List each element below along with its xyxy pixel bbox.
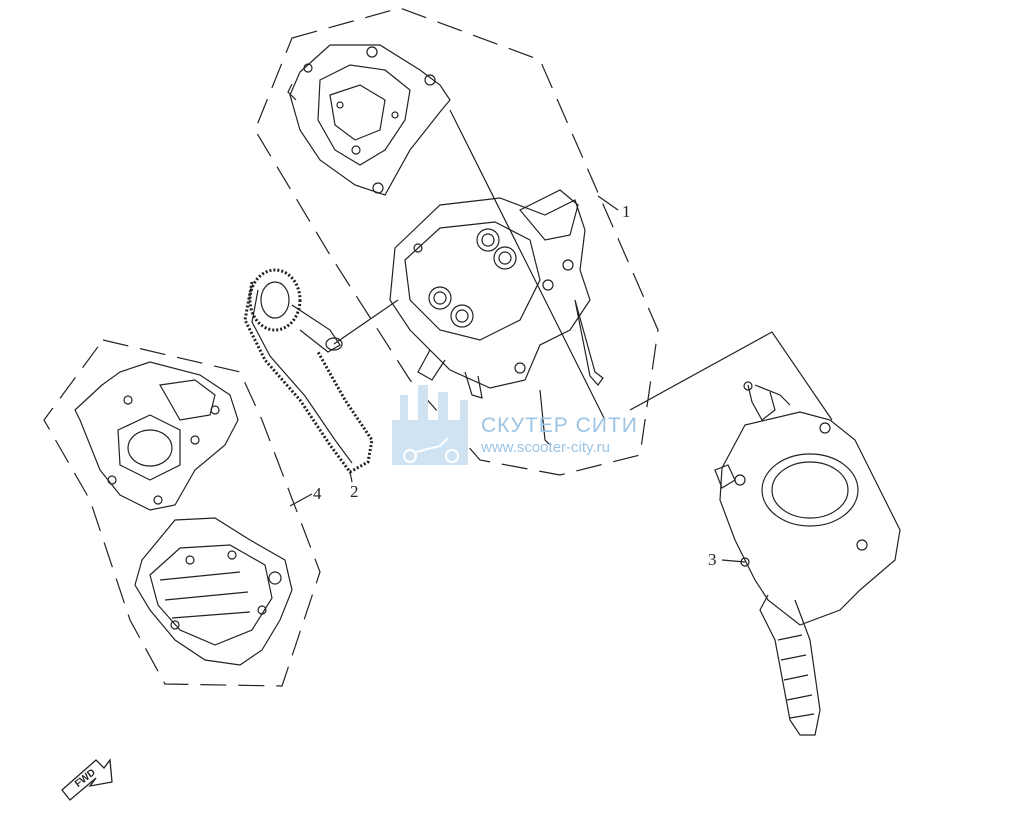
leader-2	[349, 471, 353, 483]
leader-3	[721, 559, 746, 563]
cylinder-head-lower-part	[134, 517, 293, 666]
cylinder-head-part	[389, 189, 604, 446]
watermark-scooter-icon	[403, 437, 459, 463]
callout-4: 4	[313, 484, 322, 503]
callout-2: 2	[350, 482, 359, 501]
valve-cover-part	[287, 44, 451, 196]
callout-1: 1	[622, 202, 631, 221]
group-1-boundary	[254, 7, 659, 476]
leader-1c	[333, 299, 399, 345]
leader-3b	[629, 331, 833, 421]
leader-1	[597, 195, 619, 211]
leader-1b	[449, 109, 606, 421]
head-cover-assembly-part	[74, 361, 239, 511]
group-4-boundary	[43, 339, 321, 687]
callout-3: 3	[708, 550, 717, 569]
camshaft-chain-part	[243, 268, 374, 474]
watermark-url: www.scooter-city.ru	[481, 439, 610, 456]
cylinder-part	[714, 381, 901, 736]
watermark-logo-icon	[392, 385, 468, 465]
leader-4	[289, 493, 313, 507]
forward-arrow-icon	[61, 758, 113, 801]
watermark-title: СКУТЕР СИТИ	[481, 414, 638, 437]
